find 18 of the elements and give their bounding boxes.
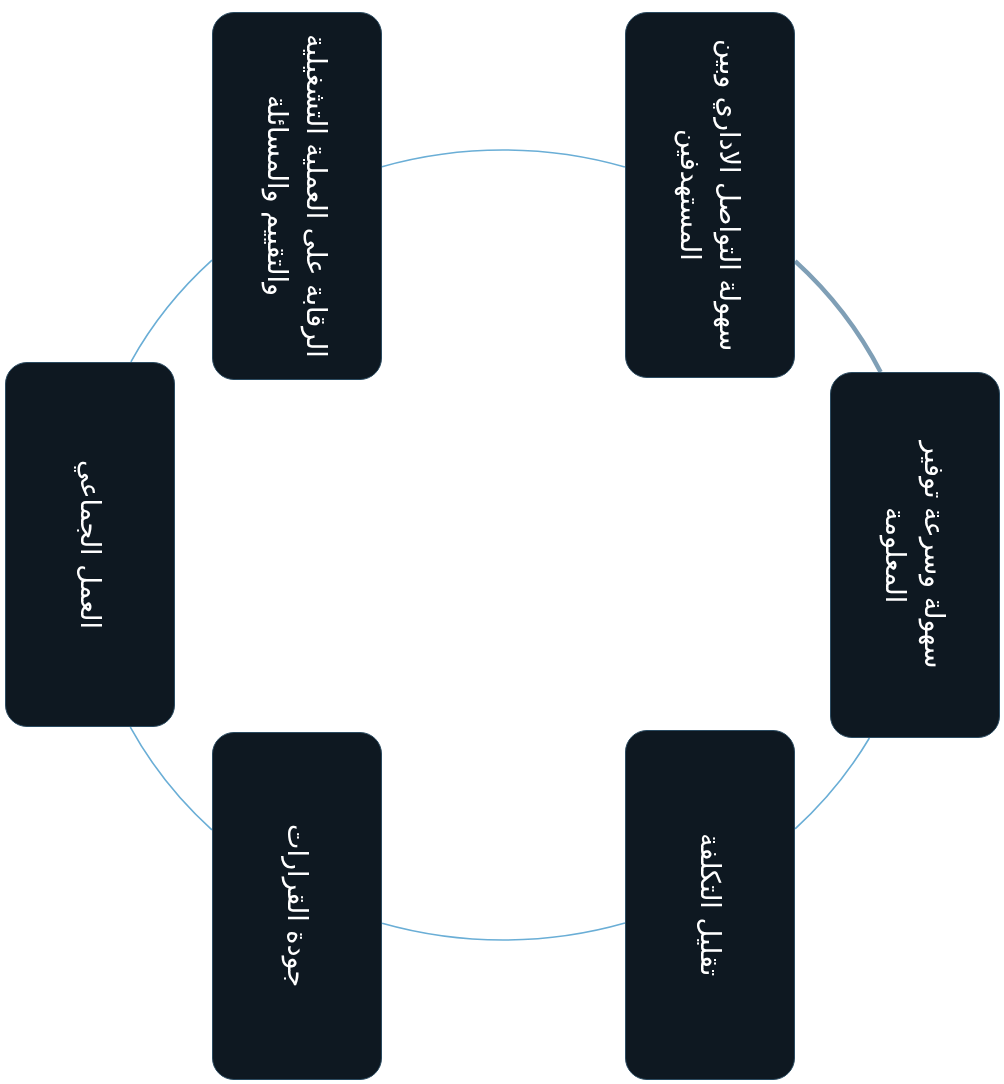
- box-label: سهولة وسرعة توفير المعلومة: [878, 439, 952, 671]
- rounded-box: [212, 12, 382, 380]
- rounded-box: [830, 372, 1000, 738]
- box-label: جودة القرارات: [280, 824, 314, 988]
- connector-arc: [381, 922, 626, 941]
- connector-arc: [381, 149, 626, 168]
- box-label: الرقابة على العملية التشغيلية والتقييم والمسائلة: [260, 33, 334, 360]
- connector-arc: [130, 259, 213, 363]
- rounded-box: [625, 730, 795, 1080]
- connector-arc: [794, 737, 871, 830]
- connector-arc: [793, 259, 883, 374]
- connector-arc: [129, 726, 213, 831]
- rounded-box: [212, 732, 382, 1080]
- box-label: العمل الجماعي: [73, 460, 107, 629]
- rounded-box: [5, 362, 175, 727]
- box-label: سهولة التواصل الاداري وبين المستهدفين: [673, 38, 747, 353]
- box-label: تقليل التكلفة: [693, 833, 727, 977]
- rounded-box: [625, 12, 795, 378]
